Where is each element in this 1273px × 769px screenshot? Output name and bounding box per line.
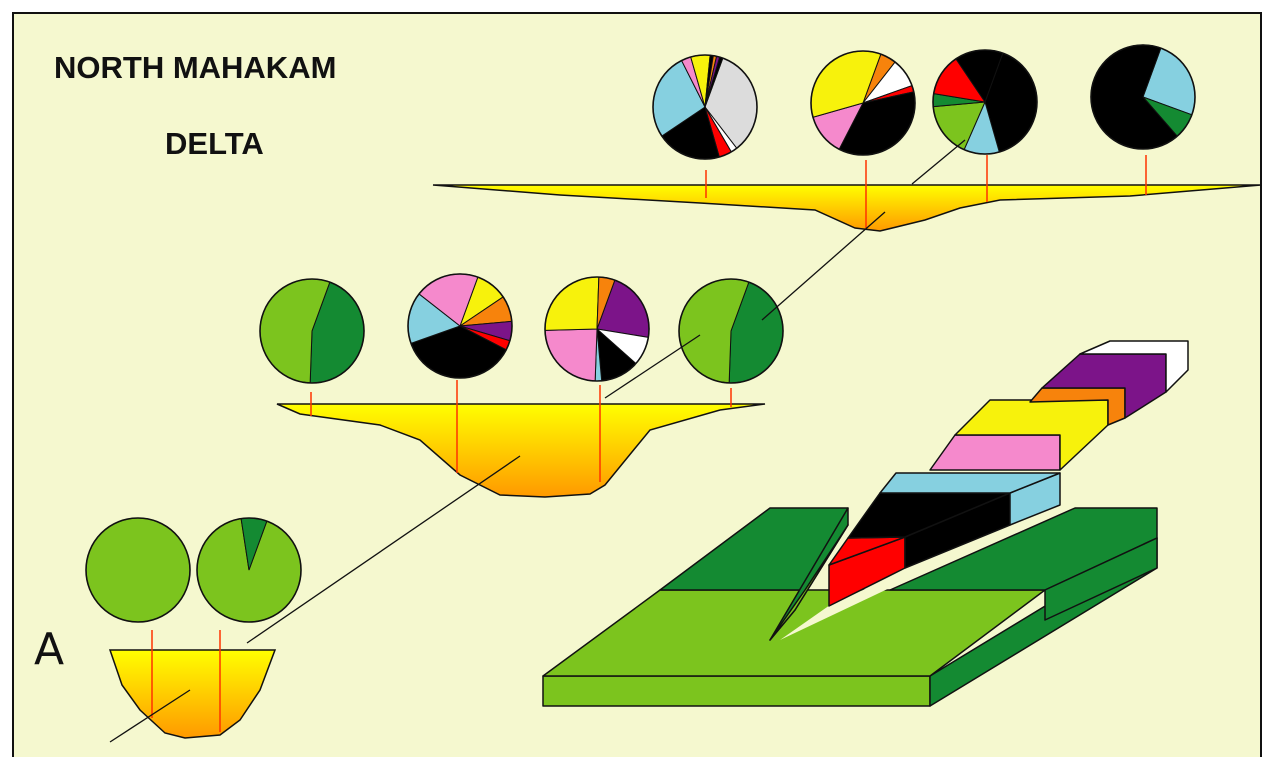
upper-channel-cross-section — [432, 184, 1262, 232]
block-slab-front-face — [542, 675, 931, 707]
block-slab-top-dark-left — [659, 507, 849, 591]
middle-pie-1-outline — [259, 278, 365, 384]
middle-channel-cross-section — [276, 403, 766, 498]
upper-pie-4-outline — [1090, 44, 1196, 150]
connector-line-2 — [246, 455, 521, 644]
title-line-1: NORTH MAHAKAM — [54, 50, 337, 85]
block-slab-top-dark-right — [889, 507, 1158, 591]
upper-pie-4 — [1090, 44, 1196, 150]
middle-pie-1 — [259, 278, 365, 384]
middle-pie-2 — [407, 273, 513, 379]
block-unit-white — [1079, 340, 1189, 393]
connector-line-5 — [911, 139, 966, 185]
lower-channel-group — [85, 517, 302, 739]
lower-pie-2-outline — [196, 517, 302, 623]
upper-pie-1-outline — [652, 54, 758, 160]
block-slab-side-dark-strip — [1044, 537, 1158, 621]
connector-lines — [109, 139, 966, 743]
upper-pie-2 — [810, 50, 916, 156]
lower-pie-1-outline — [85, 517, 191, 623]
middle-pie-3-slice-yellow — [544, 276, 600, 331]
lower-pie-2 — [196, 517, 302, 623]
middle-pie-3 — [544, 276, 650, 382]
upper-pie-1 — [652, 54, 758, 160]
block-unit-pink — [929, 434, 1061, 471]
title-line-2: DELTA — [165, 126, 264, 161]
upper-channel-group — [432, 44, 1262, 232]
connector-line-3 — [604, 334, 701, 399]
upper-pie-3-outline — [932, 49, 1038, 155]
middle-pie-4 — [678, 278, 784, 384]
middle-channel-group — [259, 273, 784, 498]
lower-channel-cross-section — [108, 649, 277, 739]
panel-label: A — [34, 624, 65, 675]
block-unit-light-blue-top — [879, 472, 1061, 494]
lower-pie-1 — [85, 517, 191, 623]
upper-pie-2-outline — [810, 50, 916, 156]
block-channel-cut-floor — [769, 524, 849, 641]
middle-pie-2-outline — [407, 273, 513, 379]
middle-pie-4-outline — [678, 278, 784, 384]
connector-line-4 — [761, 211, 886, 321]
middle-pie-3-outline — [544, 276, 650, 382]
block-channel-shadow — [780, 505, 1065, 640]
connector-line-1 — [109, 689, 191, 743]
upper-pie-3 — [932, 49, 1038, 155]
block-diagram — [542, 340, 1189, 707]
